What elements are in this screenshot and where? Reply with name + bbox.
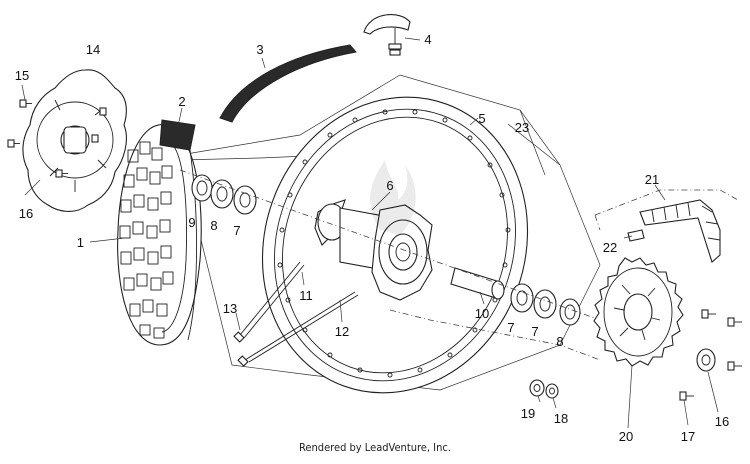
knobby-tire [117,124,202,346]
axle-nut-washer [529,379,559,399]
callout-8b: 8 [556,334,563,349]
drive-chain [594,189,739,263]
callout-20: 20 [619,429,633,444]
callout-12: 12 [335,324,349,339]
sprocket-bolts [679,309,742,401]
axle-spacer [450,267,505,300]
callout-11: 11 [299,288,313,303]
wheel-hub [314,199,433,301]
callout-4: 4 [424,32,431,47]
inner-tube [159,119,198,341]
callout-19: 19 [521,406,535,421]
callout-9: 9 [188,215,195,230]
callout-21: 21 [645,172,659,187]
axle-centerline [179,169,601,361]
footer-credit: Rendered by LeadVenture, Inc. [299,441,451,454]
callout-14: 14 [86,42,100,57]
callout-18: 18 [554,411,568,426]
callout-8: 8 [210,218,217,233]
brake-disc [22,69,127,212]
left-bearings-seals [191,174,257,215]
callout-7c: 7 [531,324,538,339]
callout-16b: 16 [715,414,729,429]
callout-17: 17 [681,429,695,444]
callout-22: 22 [603,240,617,255]
spokes [233,261,359,367]
callout-1: 1 [77,235,84,250]
watermark-flame [370,160,416,235]
disc-bolts [7,99,107,178]
callout-7: 7 [233,223,240,238]
callout-6: 6 [386,178,393,193]
callout-2: 2 [178,94,185,109]
rim-lock [363,14,411,56]
rim-band [219,44,357,123]
callout-5: 5 [478,111,485,126]
callout-3: 3 [256,42,263,57]
callout-23: 23 [515,120,529,135]
callout-15: 15 [15,68,29,83]
rear-sprocket [593,257,684,367]
callout-13: 13 [223,301,237,316]
callout-labels: 1 2 3 4 5 6 7 8 9 10 11 12 13 14 15 16 1… [15,32,729,444]
callout-16: 16 [19,206,33,221]
callout-10: 10 [475,306,489,321]
right-bearings-seals [510,283,581,326]
leader-lines [21,37,719,429]
callout-7b: 7 [507,320,514,335]
